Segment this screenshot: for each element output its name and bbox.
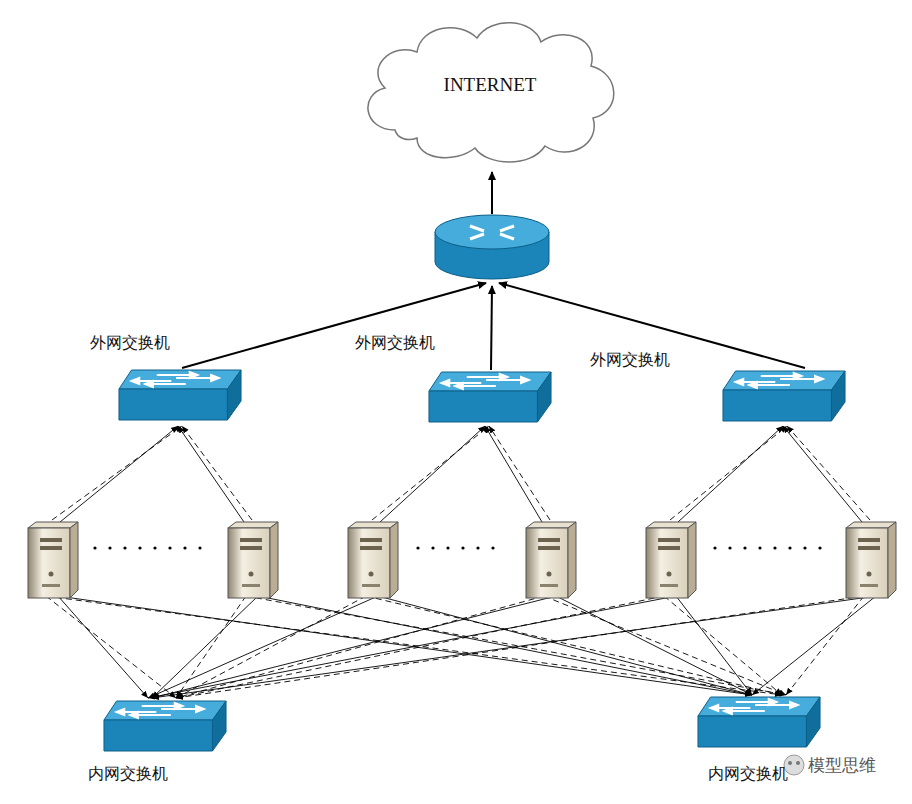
server-symbol bbox=[526, 522, 576, 598]
switch-symbol bbox=[697, 696, 821, 748]
switch-label: 内网交换机 bbox=[88, 764, 168, 785]
switch-node: 外网交换机 bbox=[352, 333, 554, 425]
switch-node: 内网交换机 bbox=[85, 698, 230, 794]
router-symbol bbox=[435, 215, 549, 279]
switch-node: 外网交换机 bbox=[588, 350, 852, 424]
switch-symbol bbox=[722, 370, 846, 422]
servers bbox=[28, 522, 896, 598]
server-symbol bbox=[846, 522, 896, 598]
internet-cloud: INTERNET bbox=[355, 12, 625, 167]
switch-node: 内网交换机 bbox=[695, 694, 825, 794]
server-symbol bbox=[228, 522, 278, 598]
server-symbol bbox=[28, 522, 78, 598]
switch-label: 外网交换机 bbox=[355, 333, 435, 354]
server-symbol bbox=[348, 522, 398, 598]
uplinks bbox=[182, 172, 805, 370]
switch-symbol bbox=[103, 700, 227, 752]
switch-symbol bbox=[428, 371, 552, 423]
wires bbox=[46, 426, 876, 698]
switch-symbol bbox=[118, 369, 242, 421]
switch-label: 外网交换机 bbox=[590, 350, 670, 371]
switch-node: 外网交换机 bbox=[85, 333, 250, 425]
watermark: 模型思维 bbox=[808, 754, 876, 777]
switch-label: 外网交换机 bbox=[90, 333, 170, 354]
cloud-label: INTERNET bbox=[355, 74, 625, 96]
switch-label: 内网交换机 bbox=[708, 764, 788, 785]
server-symbol bbox=[646, 522, 696, 598]
